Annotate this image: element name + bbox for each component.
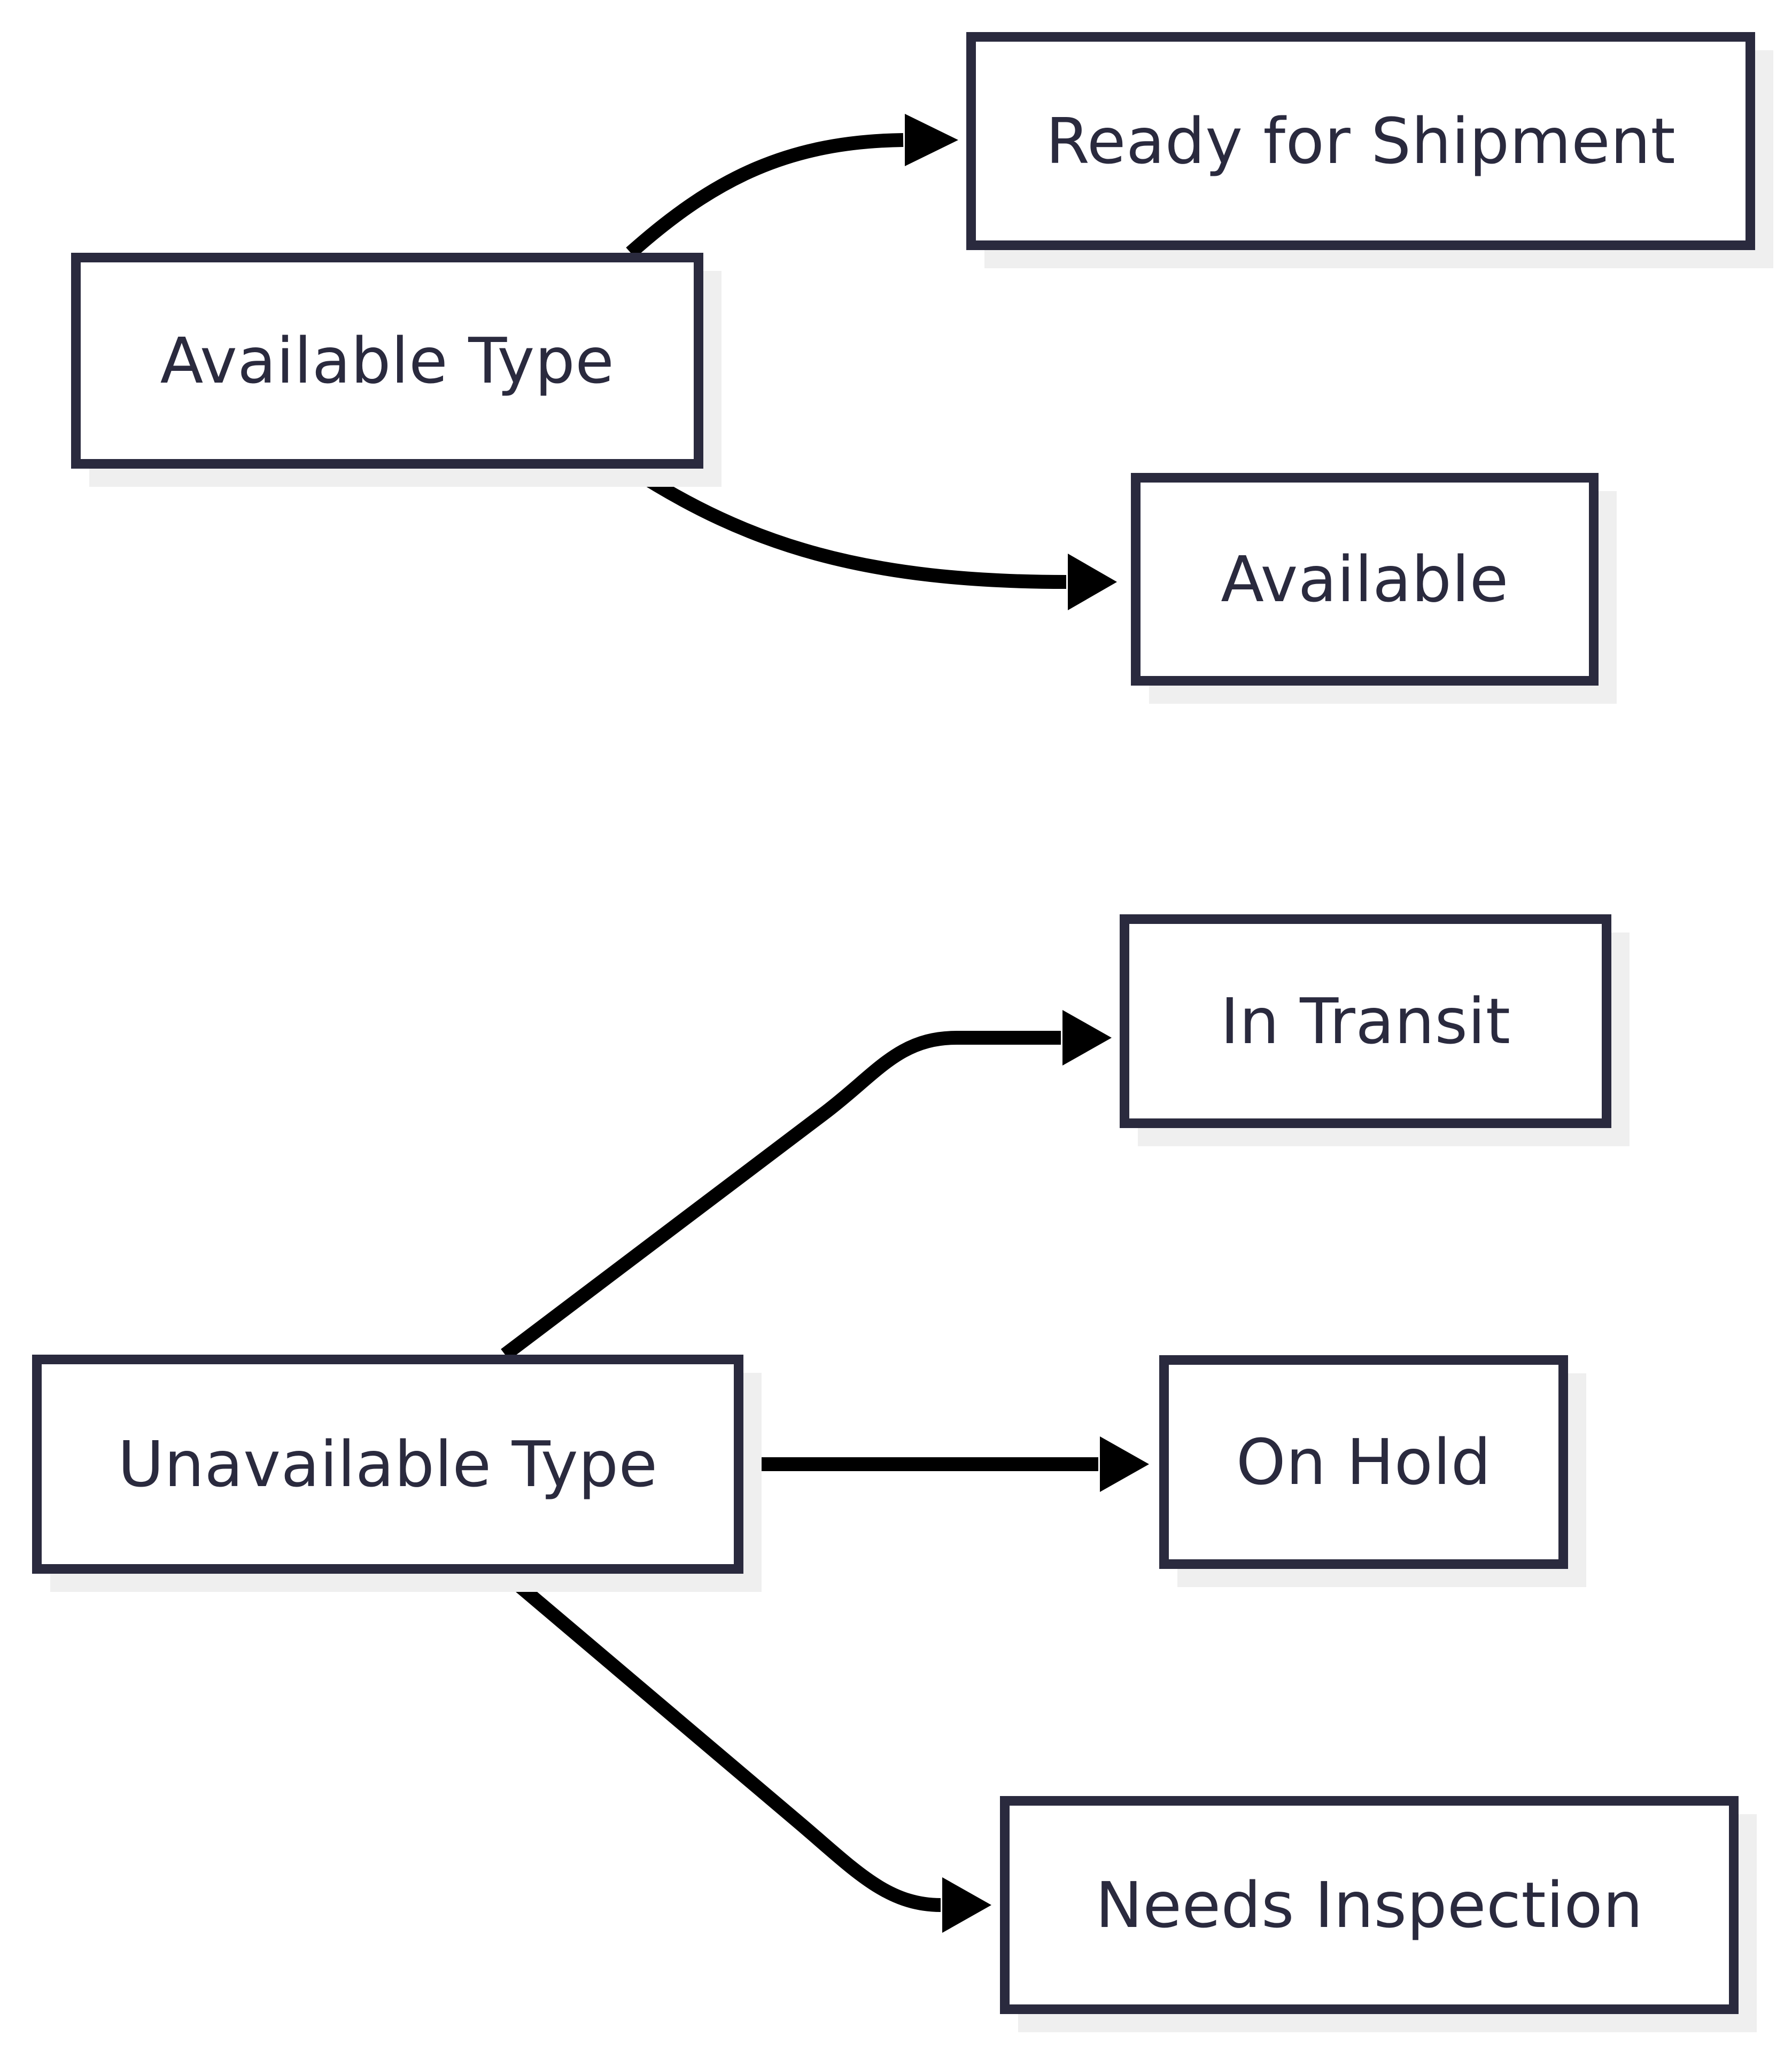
arrowhead-icon bbox=[1068, 554, 1117, 610]
node-label: On Hold bbox=[1236, 1425, 1492, 1499]
arrowhead-icon bbox=[1062, 1010, 1112, 1066]
edge-unavailable-type-to-needs-inspection bbox=[500, 1568, 991, 1933]
node-in-transit[interactable]: In Transit bbox=[1120, 914, 1611, 1128]
arrowhead-icon bbox=[905, 114, 958, 166]
node-unavailable-type[interactable]: Unavailable Type bbox=[32, 1355, 743, 1574]
node-available[interactable]: Available bbox=[1131, 473, 1599, 686]
arrowhead-icon bbox=[942, 1877, 991, 1933]
edge-unavailable-type-to-on-hold bbox=[743, 1436, 1149, 1492]
node-on-hold[interactable]: On Hold bbox=[1159, 1355, 1568, 1569]
node-label: Available bbox=[1221, 542, 1509, 616]
edge-available-type-to-available bbox=[626, 463, 1117, 610]
node-ready-for-shipment[interactable]: Ready for Shipment bbox=[966, 32, 1755, 250]
edge-available-type-to-ready-shipment bbox=[626, 114, 958, 258]
node-label: In Transit bbox=[1220, 984, 1511, 1058]
node-label: Ready for Shipment bbox=[1045, 104, 1676, 178]
node-label: Available Type bbox=[160, 324, 615, 398]
node-available-type[interactable]: Available Type bbox=[71, 253, 703, 469]
node-label: Unavailable Type bbox=[118, 1427, 658, 1501]
edge-unavailable-type-to-in-transit bbox=[501, 1010, 1112, 1361]
node-label: Needs Inspection bbox=[1095, 1868, 1643, 1942]
arrowhead-icon bbox=[1100, 1436, 1149, 1492]
node-needs-inspection[interactable]: Needs Inspection bbox=[1000, 1796, 1739, 2014]
